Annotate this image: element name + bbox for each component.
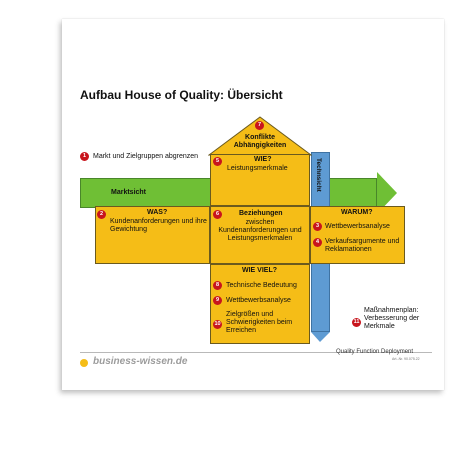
badge-4: 4: [313, 238, 322, 247]
was-heading: WAS?: [147, 209, 168, 216]
warum-item-3: Wettbewerbsanalyse: [325, 223, 390, 230]
market-bar-label: Marktsicht: [111, 189, 147, 196]
page-title: Aufbau House of Quality: Übersicht: [80, 88, 283, 102]
wieviel-heading: WIE VIEL?: [242, 267, 277, 274]
warum-box: [310, 206, 405, 264]
beziehungen-text: zwischen Kundenanforderungen und Leistun…: [218, 219, 302, 242]
wie-heading: WIE?: [254, 156, 272, 163]
tech-bar-tip: [311, 332, 330, 342]
market-arrow-left: [80, 178, 211, 208]
footer-divider: [80, 352, 432, 353]
badge-1: 1: [80, 152, 89, 161]
brand-logo-text: business-wissen.de: [93, 356, 188, 367]
was-text: Kundenanforderungen und ihre Gewichtung: [110, 218, 207, 233]
tech-label: Technsicht: [315, 158, 322, 192]
wie-box: [210, 154, 310, 206]
badge-2: 2: [97, 210, 106, 219]
warum-heading: WARUM?: [341, 209, 373, 216]
badge-8: 8: [213, 281, 222, 290]
wieviel-item-8: Technische Bedeutung: [226, 282, 297, 289]
beziehungen-heading: Beziehungen: [239, 210, 283, 217]
massnahmen-text: Maßnahmenplan: Verbesserung der Merkmale: [364, 307, 420, 330]
warum-item-4: Verkaufsargumente und Reklamationen: [325, 238, 400, 253]
badge-3: 3: [313, 222, 322, 231]
wieviel-item-9: Wettbewerbsanalyse: [226, 297, 291, 304]
roof-label: Konflikte Abhängigkeiten: [233, 134, 287, 149]
badge-9: 9: [213, 296, 222, 305]
badge-5: 5: [213, 157, 222, 166]
footer-title: Quality Function Deployment: [336, 349, 414, 355]
market-arrow-right: [329, 178, 377, 208]
footer-article-number: Art.-Nr. 90.075.22: [392, 357, 420, 361]
wieviel-box: [210, 264, 310, 344]
badge-10: 10: [213, 320, 222, 329]
badge-11: 11: [352, 318, 361, 327]
market-text: Markt und Zielgruppen abgrenzen: [93, 153, 199, 160]
brand-dot-icon: [80, 359, 88, 367]
wieviel-item-10: Zielgrößen und Schwierigkeiten beim Erre…: [226, 311, 293, 334]
badge-6: 6: [213, 210, 222, 219]
was-box: [95, 206, 210, 264]
market-arrow-head: [377, 172, 397, 214]
wie-text: Leistungsmerkmale: [227, 165, 288, 172]
beziehungen-box: [210, 206, 310, 264]
badge-7: 7: [255, 121, 264, 130]
